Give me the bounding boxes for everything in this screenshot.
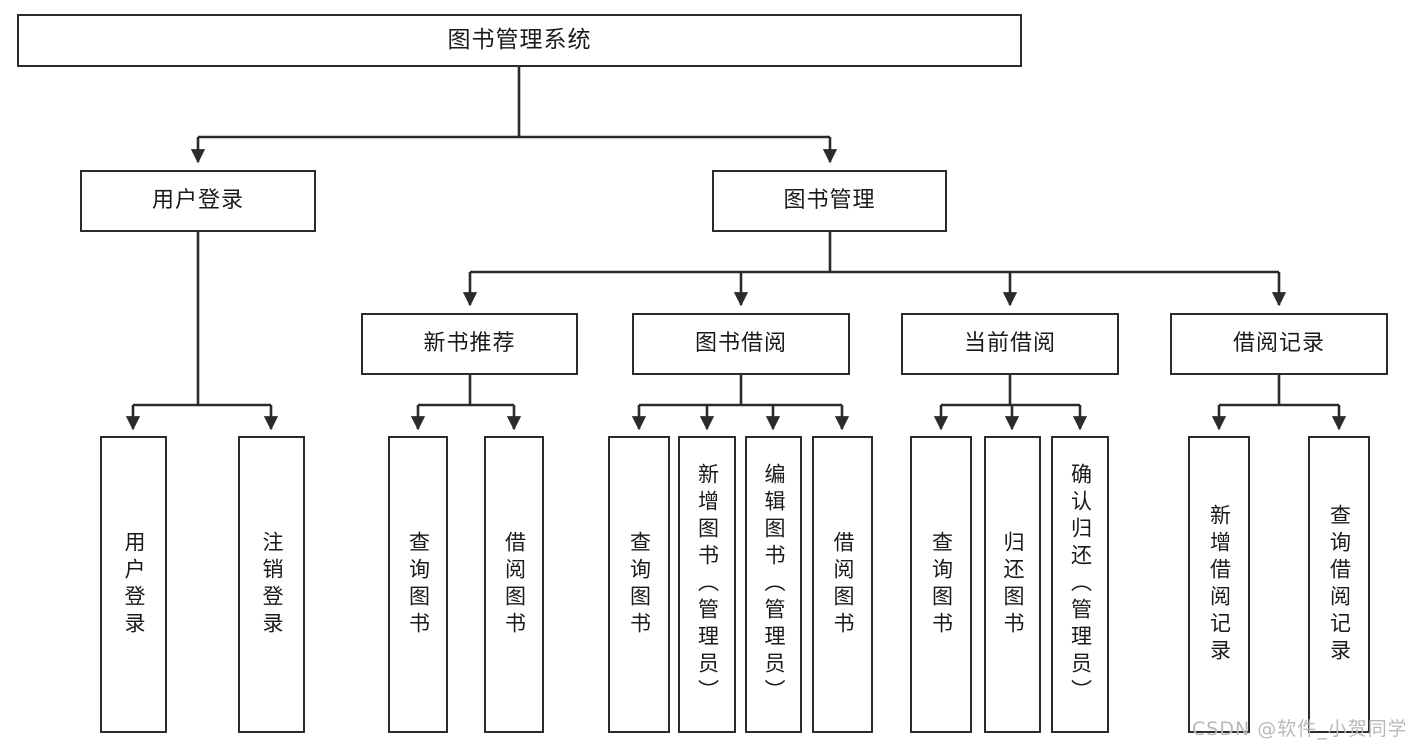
node-book-borrow[interactable]: 图书借阅 (632, 313, 850, 375)
leaf-query-book-borrow[interactable]: 查询图书 (608, 436, 670, 733)
leaf-borrow-book-recommend-label: 借阅图书 (502, 530, 527, 639)
leaf-borrow-book-label: 借阅图书 (831, 530, 856, 639)
leaf-query-book-recommend-label: 查询图书 (406, 530, 431, 639)
node-root[interactable]: 图书管理系统 (17, 14, 1022, 67)
leaf-return-book-label: 归还图书 (1001, 530, 1026, 639)
leaf-borrow-book[interactable]: 借阅图书 (812, 436, 873, 733)
leaf-return-book[interactable]: 归还图书 (984, 436, 1041, 733)
leaf-user-login[interactable]: 用户登录 (100, 436, 167, 733)
leaf-query-book-recommend[interactable]: 查询图书 (388, 436, 448, 733)
node-new-book-recommend-label: 新书推荐 (423, 330, 516, 356)
node-current-borrow-label: 当前借阅 (963, 330, 1056, 356)
leaf-query-book-current-label: 查询图书 (929, 530, 954, 639)
watermark: CSDN @软件_小贺同学 (1192, 718, 1405, 740)
node-new-book-recommend[interactable]: 新书推荐 (361, 313, 578, 375)
leaf-query-borrow-record-label: 查询借阅记录 (1327, 503, 1352, 666)
leaf-borrow-book-recommend[interactable]: 借阅图书 (484, 436, 544, 733)
leaf-add-book-admin[interactable]: 新增图书（管理员） (678, 436, 736, 733)
leaf-add-borrow-record-label: 新增借阅记录 (1207, 503, 1232, 666)
leaf-user-login-label: 用户登录 (122, 530, 147, 639)
leaf-query-borrow-record[interactable]: 查询借阅记录 (1308, 436, 1370, 733)
node-root-label: 图书管理系统 (447, 26, 592, 53)
node-user-login-label: 用户登录 (151, 187, 244, 213)
leaf-confirm-return-admin-label: 确认归还（管理员） (1068, 463, 1093, 706)
node-book-management-label: 图书管理 (783, 187, 876, 213)
leaf-logout[interactable]: 注销登录 (238, 436, 305, 733)
leaf-query-book-borrow-label: 查询图书 (627, 530, 652, 639)
leaf-query-book-current[interactable]: 查询图书 (910, 436, 972, 733)
node-borrow-record[interactable]: 借阅记录 (1170, 313, 1388, 375)
leaf-add-book-admin-label: 新增图书（管理员） (695, 463, 720, 706)
node-user-login[interactable]: 用户登录 (80, 170, 316, 232)
leaf-logout-label: 注销登录 (260, 530, 285, 639)
node-book-borrow-label: 图书借阅 (694, 330, 787, 356)
leaf-edit-book-admin[interactable]: 编辑图书（管理员） (745, 436, 802, 733)
leaf-add-borrow-record[interactable]: 新增借阅记录 (1188, 436, 1250, 733)
leaf-edit-book-admin-label: 编辑图书（管理员） (762, 463, 787, 706)
node-current-borrow[interactable]: 当前借阅 (901, 313, 1119, 375)
node-borrow-record-label: 借阅记录 (1232, 330, 1325, 356)
node-book-management[interactable]: 图书管理 (712, 170, 947, 232)
leaf-confirm-return-admin[interactable]: 确认归还（管理员） (1051, 436, 1109, 733)
